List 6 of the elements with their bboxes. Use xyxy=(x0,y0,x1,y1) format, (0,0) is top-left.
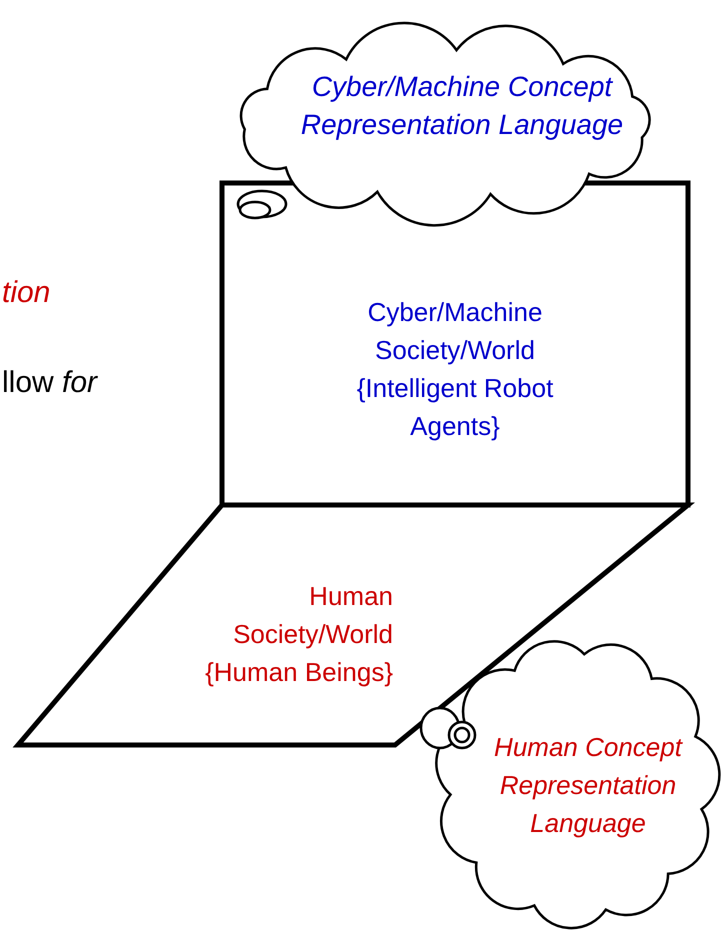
cut-off-text: llow for xyxy=(2,366,98,400)
cloud-text: Human Concept Representation Language xyxy=(493,731,684,840)
cloud-text: Cyber/Machine Concept Representation Language xyxy=(300,70,624,142)
box-text: Human Society/World {Human Beings} xyxy=(204,580,393,689)
box-text: Cyber/Machine Society/World {Intelligent Robot Agents} xyxy=(356,296,554,443)
cut-off-text: tion xyxy=(2,276,50,310)
